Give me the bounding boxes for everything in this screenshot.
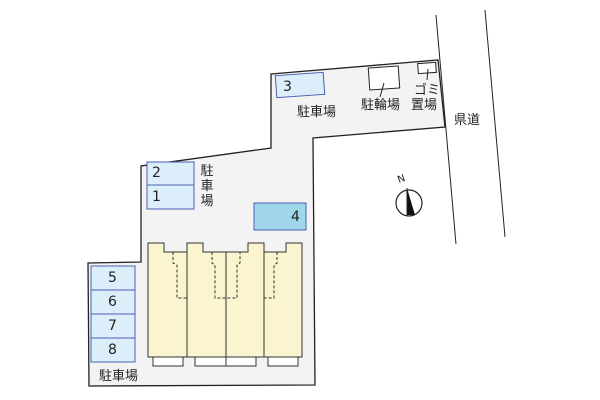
parking-space-5 (90, 265, 136, 291)
garbage-label-line2: 置場 (411, 98, 438, 113)
garbage-label-line1: ゴミ (414, 83, 441, 98)
parking-space-6 (90, 289, 136, 315)
north-arrow-icon (395, 188, 423, 217)
bicycle-parking-box (367, 65, 401, 91)
parking-number-7: 7 (108, 318, 117, 334)
parking-space-4 (253, 202, 307, 231)
parking-number-5: 5 (108, 270, 117, 286)
prefectural-road-label: 県道 (454, 113, 481, 128)
road-edge-left (435, 14, 457, 245)
parking-label-bottom: 駐車場 (99, 369, 139, 384)
parking-number-1: 1 (152, 189, 161, 205)
road-edge-right (484, 9, 506, 238)
parking-space-7 (90, 313, 136, 339)
parking-number-4: 4 (291, 209, 300, 225)
parking-number-2: 2 (152, 165, 161, 181)
parking-label-mid: 駐 車 場 (200, 164, 214, 209)
parking-space-3 (274, 71, 326, 99)
parking-number-6: 6 (108, 294, 117, 310)
parking-space-1 (146, 184, 195, 210)
garbage-box (417, 61, 437, 75)
apartment-building (147, 242, 303, 358)
parking-label-top: 駐車場 (297, 105, 337, 120)
bicycle-parking-label: 駐輪場 (361, 98, 401, 113)
parking-number-8: 8 (108, 342, 117, 358)
parking-space-8 (90, 337, 136, 363)
parking-number-3: 3 (283, 79, 292, 95)
